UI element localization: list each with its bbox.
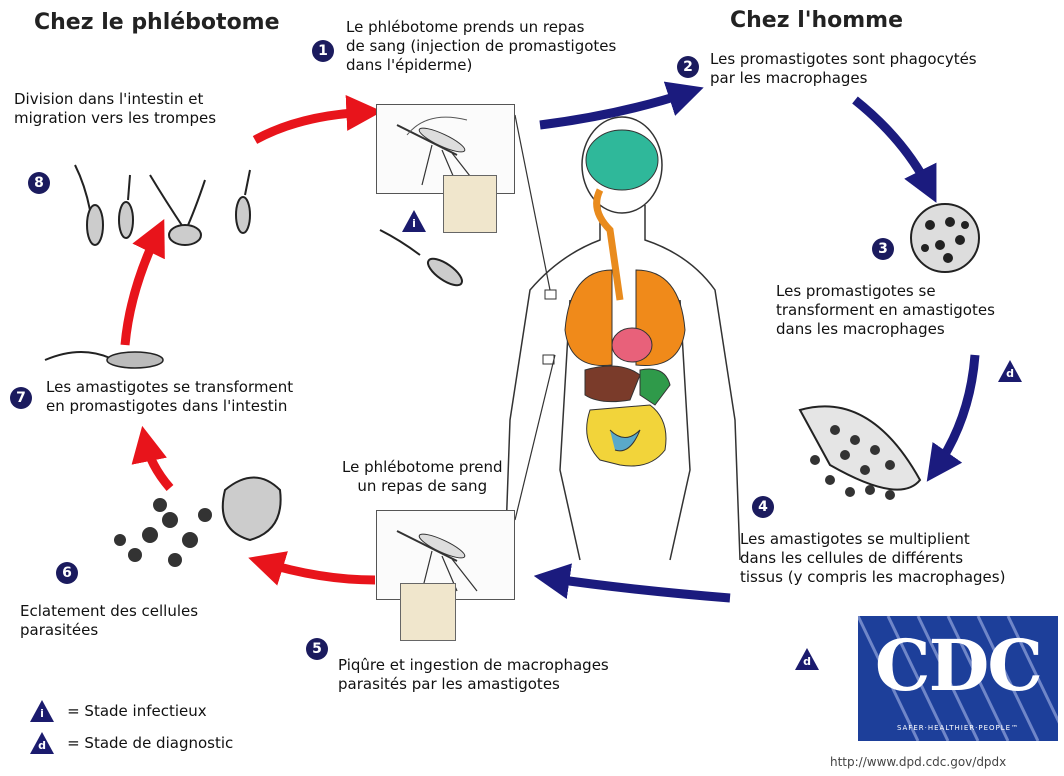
brain-illustration	[586, 130, 658, 190]
promastigote-intestine-illustration	[45, 352, 163, 368]
step-6-text: Eclatement des cellules parasitées	[20, 602, 198, 640]
burst-cells-illustration	[114, 478, 281, 568]
step-7-text: Les amastigotes se transforment en proma…	[46, 378, 293, 416]
stomach-illustration	[640, 369, 670, 405]
diagnostic-stage-marker-3: d	[998, 360, 1022, 382]
cdc-logo-text: CDC	[858, 624, 1058, 707]
legend-infective: i = Stade infectieux	[30, 700, 207, 722]
step-5-marker: 5	[306, 638, 328, 660]
heart-illustration	[612, 328, 652, 362]
arrow-6-to-7	[145, 440, 170, 488]
legend-infective-label: = Stade infectieux	[67, 702, 207, 720]
step-4-marker: 4	[752, 496, 774, 518]
arrow-2-to-3	[855, 100, 930, 190]
arrow-4-to-5	[548, 578, 730, 598]
step-2-text: Les promastigotes sont phagocytés par le…	[710, 50, 977, 88]
promastigote-injected-illustration	[380, 230, 466, 290]
liver-illustration	[585, 366, 640, 402]
step-4-text: Les amastigotes se multiplient dans les …	[740, 530, 1005, 587]
amastigote-cluster-illustration	[800, 406, 920, 500]
step-7-marker: 7	[10, 387, 32, 409]
arrow-5-to-6	[262, 562, 375, 580]
step-1-marker: 1	[312, 40, 334, 62]
promastigotes-division-illustration	[75, 165, 250, 245]
cdc-tagline: SAFER·HEALTHIER·PEOPLE™	[858, 724, 1058, 732]
source-url: http://www.dpd.cdc.gov/dpdx	[830, 755, 1006, 769]
legend-diagnostic: d = Stade de diagnostic	[30, 732, 233, 754]
arrow-8-to-1	[255, 112, 368, 140]
macrophage-illustration	[911, 204, 979, 272]
legend-diagnostic-label: = Stade de diagnostic	[67, 734, 233, 752]
step-8-text: Division dans l'intestin et migration ve…	[14, 90, 216, 128]
step-3-text: Les promastigotes se transforment en ama…	[776, 282, 995, 339]
step-3-marker: 3	[872, 238, 894, 260]
blood-meal-label: Le phlébotome prend un repas de sang	[342, 458, 503, 496]
arrow-7-to-8	[125, 232, 158, 345]
step-8-marker: 8	[28, 172, 50, 194]
intestine-illustration	[587, 405, 666, 466]
promastigote-inset-1	[443, 175, 497, 233]
macrophage-inset-5	[400, 583, 456, 641]
step-5-text: Piqûre et ingestion de macrophages paras…	[338, 656, 609, 694]
infective-stage-marker: i	[402, 210, 426, 232]
step-2-marker: 2	[677, 56, 699, 78]
cdc-logo: CDC SAFER·HEALTHIER·PEOPLE™	[858, 616, 1058, 741]
lung-left-illustration	[565, 270, 612, 366]
step-6-marker: 6	[56, 562, 78, 584]
diagnostic-stage-marker-4: d	[795, 648, 819, 670]
arrow-3-to-4	[935, 355, 975, 470]
step-1-text: Le phlébotome prends un repas de sang (i…	[346, 18, 616, 75]
